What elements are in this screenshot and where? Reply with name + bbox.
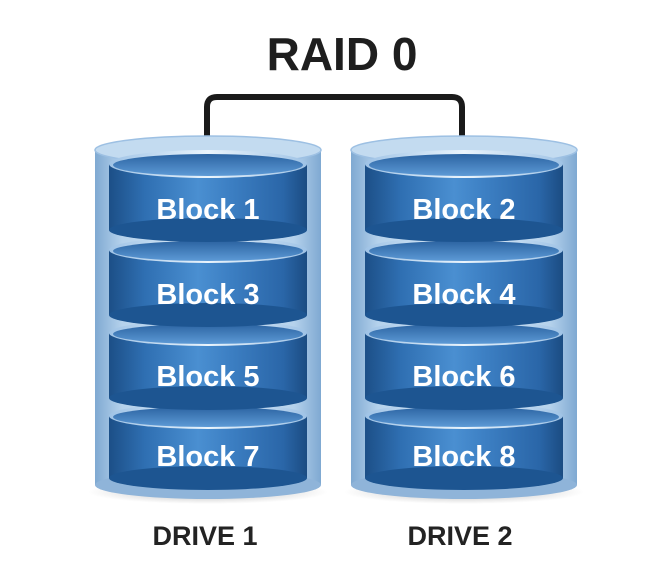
connector-line [204, 94, 465, 161]
block-label: Block 3 [156, 279, 259, 311]
block-disk: Block 7 [109, 403, 307, 490]
block-label: Block 2 [412, 194, 515, 226]
block-disk: Block 6 [365, 320, 563, 410]
drive-label: DRIVE 1 [152, 521, 257, 551]
block-label: Block 1 [156, 194, 259, 226]
block-disk: Block 1 [109, 150, 307, 242]
block-disk: Block 3 [109, 237, 307, 327]
block-disk: Block 2 [365, 150, 563, 242]
block-disk: Block 4 [365, 237, 563, 327]
block-label: Block 5 [156, 361, 259, 393]
block-label: Block 8 [412, 441, 515, 473]
diagram-title: RAID 0 [267, 28, 418, 80]
block-disk: Block 8 [365, 403, 563, 490]
drive-2: Block 8 Block 6 Block 4 Block 2 DRIVE 2 [344, 135, 584, 551]
block-label: Block 6 [412, 361, 515, 393]
block-label: Block 7 [156, 441, 259, 473]
drive-1: Block 7 Block 5 Block 3 Block 1 DRIVE 1 [88, 135, 328, 551]
block-label: Block 4 [412, 279, 515, 311]
drive-label: DRIVE 2 [407, 521, 512, 551]
block-disk: Block 5 [109, 320, 307, 410]
